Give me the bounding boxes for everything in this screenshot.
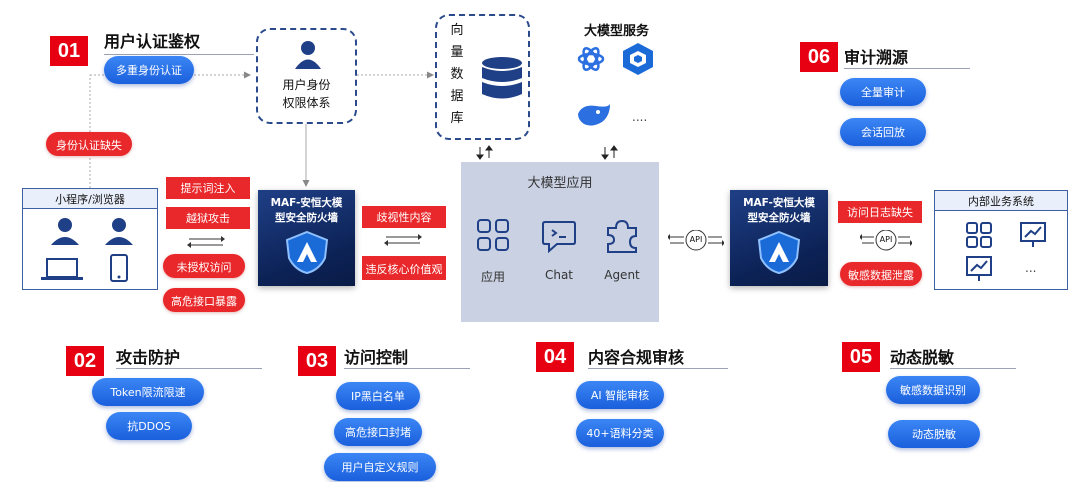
internal-more: ... [1025, 261, 1037, 275]
llm-app-item-app: 应用 [480, 270, 505, 284]
full-audit-pill: 全量审计 [840, 78, 926, 106]
user-icon [51, 218, 79, 245]
monitor-chart-icon [966, 256, 992, 281]
section-02-title: 攻击防护 [116, 348, 181, 367]
section-03-title: 访问控制 [344, 348, 409, 367]
anti-ddos-pill: 抗DDOS [106, 412, 192, 440]
monitor-chart-icon [1020, 222, 1046, 247]
llm-service-title: 大模型服务 [584, 24, 650, 39]
shield-icon [757, 230, 801, 275]
multi-auth-pill: 多重身份认证 [104, 56, 194, 84]
firewall-left-line-2: 型安全防火墙 [275, 212, 338, 224]
risk-unauthorized-access: 未授权访问 [163, 254, 245, 278]
llm-service-more: .... [632, 110, 648, 124]
openai-icon [577, 47, 605, 71]
firewall-right: MAF-安恒大模 型安全防火墙 [730, 190, 828, 286]
internal-system-box: 内部业务系统 ... [934, 190, 1068, 290]
llm-app-title: 大模型应用 [527, 176, 593, 191]
qwen-icon [623, 43, 653, 75]
internal-icons [966, 222, 1046, 281]
corpus-class-pill: 40+语料分类 [576, 419, 664, 447]
section-03-underline [344, 368, 470, 369]
llm-app-box: 大模型应用 应用 Chat Agent [461, 162, 659, 322]
firewall-left-line-1: MAF-安恒大模 [270, 197, 343, 209]
firewall-right-line-2: 型安全防火墙 [747, 212, 811, 224]
client-box: 小程序/浏览器 [22, 188, 158, 290]
user-icon [105, 218, 133, 245]
chat-icon [542, 221, 576, 254]
risk-high-risk-exposure: 高危接口暴露 [163, 288, 245, 312]
firewall-left: MAF-安恒大模 型安全防火墙 [258, 190, 355, 286]
section-06-title: 审计溯源 [844, 48, 909, 67]
llm-app-item-chat: Chat [544, 268, 574, 282]
section-04-underline [588, 368, 728, 369]
bidirectional-arrow-icon [384, 234, 422, 246]
dynamic-mask-pill: 动态脱敏 [888, 420, 980, 448]
risk-auth-missing: 身份认证缺失 [46, 132, 132, 156]
risk-violate-values: 违反核心价值观 [362, 256, 446, 280]
risk-sensitive-leak: 敏感数据泄露 [840, 262, 922, 286]
identity-line-1: 用户身份 [282, 78, 331, 92]
apps-grid-icon [966, 222, 992, 248]
laptop-icon [41, 258, 83, 280]
puzzle-agent-icon [607, 219, 637, 253]
risk-discrimination: 歧视性内容 [362, 206, 446, 228]
section-04-title: 内容合规审核 [588, 348, 685, 367]
identity-line-2: 权限体系 [282, 96, 331, 110]
token-limit-pill: Token限流限速 [92, 378, 204, 406]
api-connector [668, 230, 724, 251]
section-01-title: 用户认证鉴权 [104, 32, 201, 51]
section-05-underline [890, 368, 1016, 369]
database-icon [482, 57, 522, 99]
shield-icon [285, 230, 328, 275]
section-06-number: 06 [800, 42, 838, 72]
section-02-underline [116, 368, 262, 369]
deepseek-icon [578, 104, 610, 126]
section-06-underline [844, 68, 970, 69]
api-connector [860, 230, 912, 251]
client-icons [41, 218, 133, 282]
vector-db-label: 向 量 数 据 库 [450, 23, 464, 126]
apps-grid-icon [477, 219, 509, 251]
bidirectional-arrow-icon [187, 236, 225, 248]
section-02-number: 02 [66, 346, 104, 376]
vector-db-box: 向 量 数 据 库 [435, 14, 530, 140]
section-04-number: 04 [536, 342, 574, 372]
sensitive-identify-pill: 敏感数据识别 [886, 376, 980, 404]
section-01-underline [104, 54, 254, 55]
api-label-left: API [689, 235, 703, 244]
llm-app-item-agent: Agent [604, 268, 640, 282]
section-05-title: 动态脱敏 [890, 348, 955, 367]
section-01-number: 01 [50, 36, 88, 66]
ip-list-pill: IP黑白名单 [336, 382, 420, 410]
section-03-number: 03 [298, 346, 336, 376]
risk-access-log-missing: 访问日志缺失 [838, 201, 922, 223]
risk-prompt-injection: 提示词注入 [166, 177, 250, 199]
risk-jailbreak: 越狱攻击 [166, 207, 250, 229]
section-05-number: 05 [842, 342, 880, 372]
ai-review-pill: AI 智能审核 [576, 381, 664, 409]
internal-system-title: 内部业务系统 [935, 191, 1067, 211]
client-title: 小程序/浏览器 [23, 189, 157, 209]
identity-permission-box: 用户身份 权限体系 [256, 28, 357, 124]
firewall-right-line-1: MAF-安恒大模 [743, 197, 815, 209]
phone-icon [110, 254, 128, 282]
api-label-right: API [879, 235, 893, 244]
custom-rules-pill: 用户自定义规则 [324, 453, 436, 481]
user-icon [295, 41, 321, 69]
session-replay-pill: 会话回放 [840, 118, 926, 146]
high-risk-block-pill: 高危接口封堵 [334, 418, 422, 446]
